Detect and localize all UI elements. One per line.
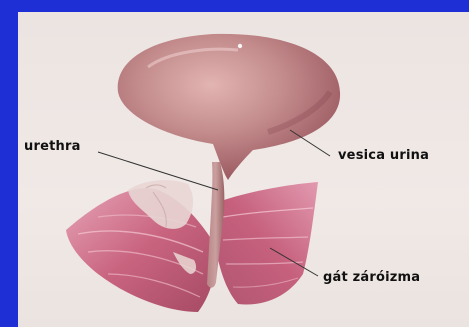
label-gat-zaroizma: gát záróizma — [323, 270, 420, 285]
bladder — [118, 34, 340, 180]
sphincter-muscle-right — [214, 182, 318, 305]
label-urethra: urethra — [24, 139, 81, 154]
label-vesica-urina: vesica urina — [338, 148, 429, 163]
illustration-panel: urethra vesica urina gát záróizma — [18, 12, 469, 327]
vesica-leader-line — [290, 130, 330, 156]
